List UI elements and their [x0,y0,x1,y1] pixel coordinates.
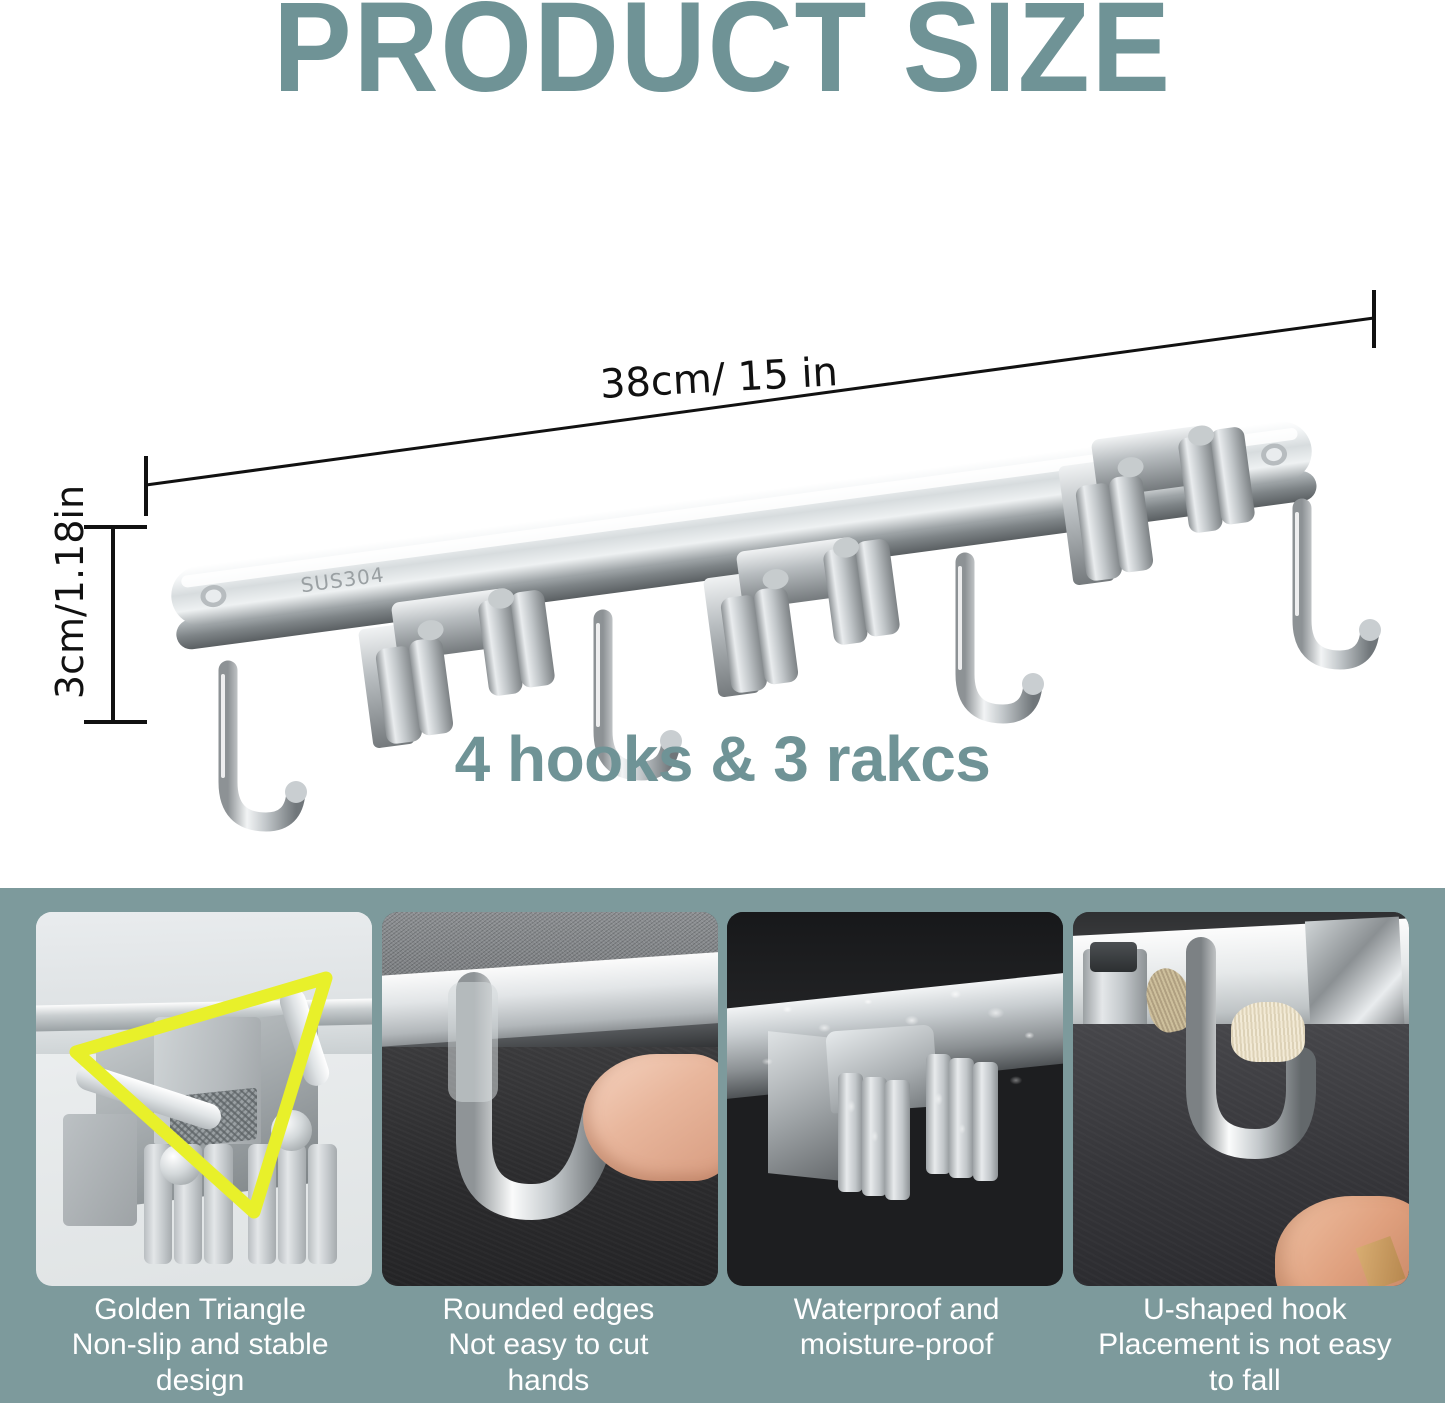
golden-triangle-overlay [69,971,333,1219]
golden-triangle-photo [36,912,372,1286]
page-title: PRODUCT SIZE [273,0,1172,119]
side-roller-block [62,1113,137,1227]
rack-group [358,425,1255,749]
caption-line: Non-slip and stable [71,1328,329,1362]
hook-tips [285,619,1381,803]
product-rail-illustration: SUS304 [84,290,1381,832]
caption-line: Not easy to cut [448,1328,649,1362]
caption-line: Placement is not easy [1098,1328,1392,1362]
caption-rounded-edges: Rounded edges Not easy to cut hands [374,1292,722,1398]
caption-line: Waterproof and [793,1293,1000,1326]
width-dimension-line [144,290,1376,516]
waterproof-photo [727,912,1064,1286]
caption-line: moisture-proof [799,1328,994,1362]
caption-line: design [155,1363,245,1397]
caption-line: U-shaped hook [1143,1293,1347,1326]
u-shaped-hook-shape [1185,937,1316,1160]
height-dimension-label: 3cm/1.18in [48,484,92,700]
fingertip [583,1054,718,1182]
roller-cap [1089,941,1137,972]
roller [277,1143,307,1264]
rounded-edges-photo [381,912,718,1286]
caption-waterproof: Waterproof and moisture-proof [723,1292,1071,1398]
rope-tassel [1230,1001,1305,1062]
u-shaped-hook-photo [1072,912,1409,1286]
roller [308,1143,337,1264]
feature-caption-row: Golden Triangle Non-slip and stable desi… [0,1292,1445,1398]
caption-u-shaped-hook: U-shaped hook Placement is not easy to f… [1071,1292,1419,1398]
rounded-hook-shape [447,972,620,1221]
feature-band: Golden Triangle Non-slip and stable desi… [0,888,1445,1403]
feature-photo-row [0,912,1445,1286]
caption-line: hands [507,1363,590,1397]
size-diagram-section: SUS304 [0,110,1445,888]
caption-line: Rounded edges [442,1293,655,1326]
caption-line: to fall [1209,1363,1281,1397]
caption-golden-triangle: Golden Triangle Non-slip and stable desi… [26,1292,374,1398]
hook-group [218,498,1380,832]
hooks-racks-subtitle: 4 hooks & 3 rakcs [454,723,991,795]
height-dimension-line [84,525,147,724]
caption-line: Golden Triangle [94,1293,307,1326]
water-droplets [727,912,1064,1286]
